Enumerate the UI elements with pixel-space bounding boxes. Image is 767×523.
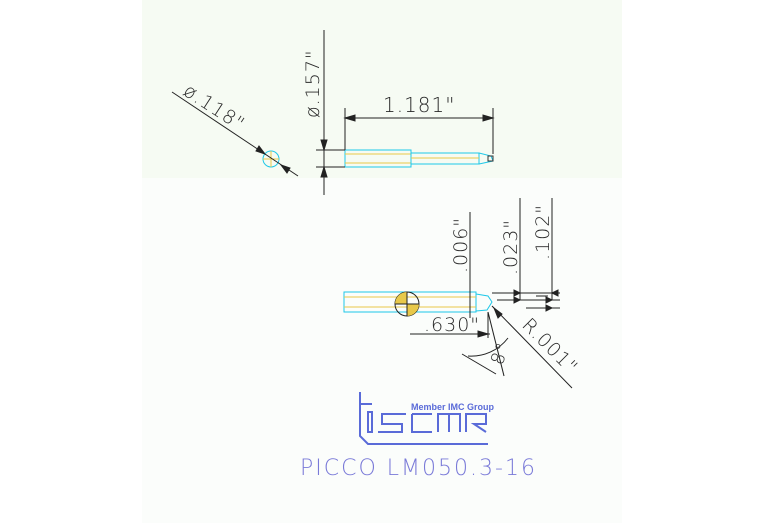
top-view — [171, 30, 495, 195]
tip-offset-label: .006" — [450, 217, 472, 273]
overall-length-label: 1.181" — [383, 93, 455, 117]
overall-length-dim — [343, 108, 495, 154]
logo-wordmark — [359, 392, 488, 445]
top-view-panel — [142, 0, 622, 178]
reach-label: .630" — [424, 314, 480, 336]
shank-diameter-dim — [316, 30, 345, 195]
neck-diameter-dim — [171, 91, 299, 177]
drawing-title: PICCO LM050.3-16 — [300, 456, 537, 481]
shank-diameter-label: ø.157" — [302, 49, 324, 118]
iscar-logo: Member IMC Group — [359, 392, 495, 445]
logo-tagline: Member IMC Group — [411, 402, 495, 412]
tip-width-label: .023" — [500, 219, 522, 275]
tool-body-top — [344, 149, 494, 168]
detail-view — [343, 198, 573, 389]
tip-height-label: .102" — [532, 204, 554, 260]
section-circle — [394, 291, 420, 317]
end-view — [262, 150, 280, 168]
